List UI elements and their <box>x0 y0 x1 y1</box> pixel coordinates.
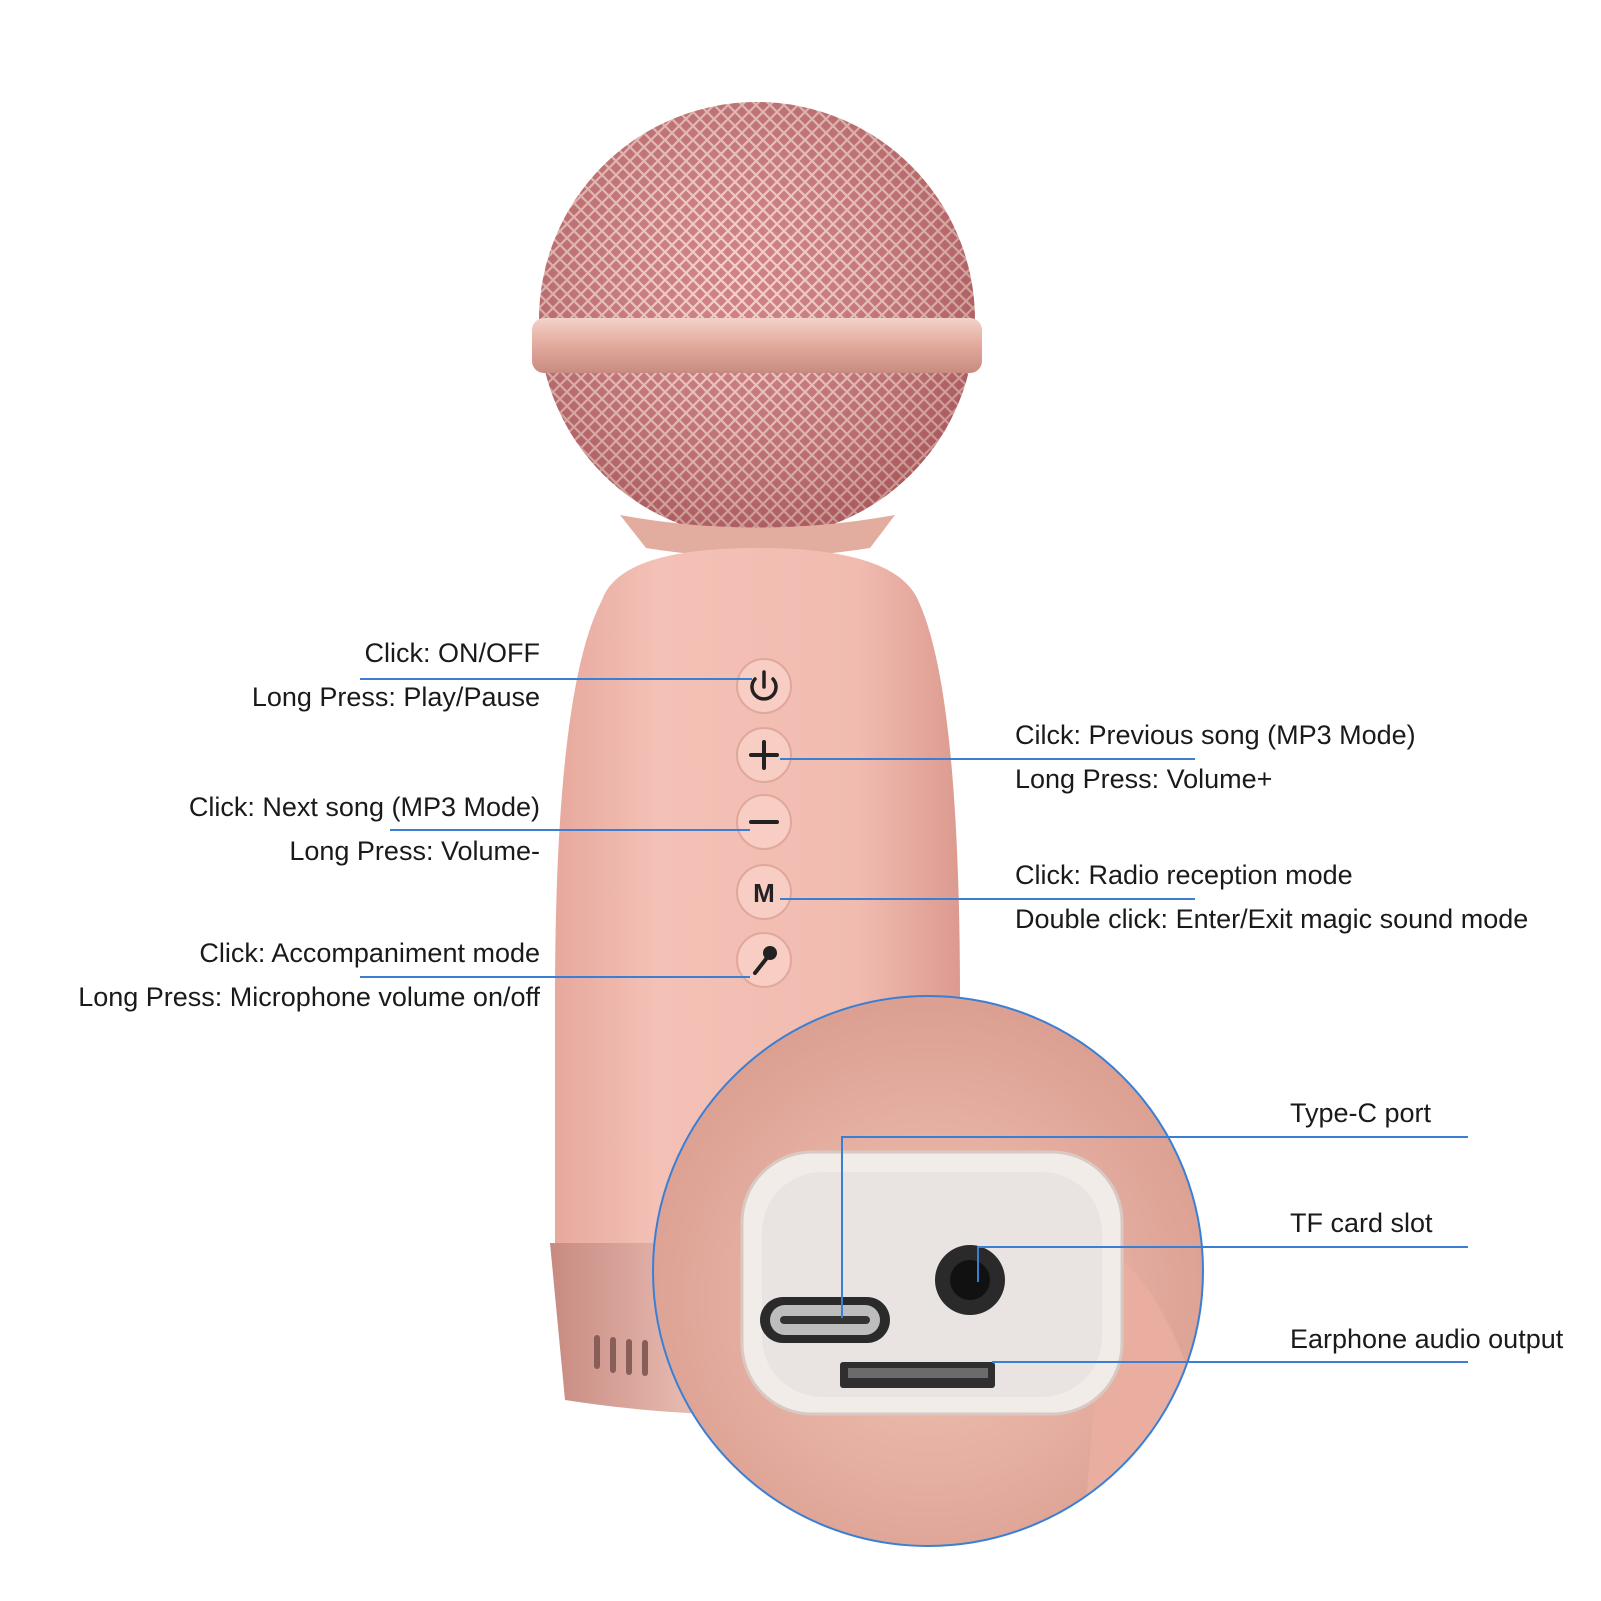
speaker-grille <box>594 1335 648 1376</box>
power-button[interactable] <box>736 658 792 714</box>
mic-head <box>532 102 982 557</box>
mode-button[interactable]: M <box>736 864 792 920</box>
mic-callout-line1: Click: Accompaniment mode <box>199 938 540 968</box>
plus-button[interactable] <box>736 727 792 783</box>
minus-button[interactable] <box>736 794 792 850</box>
leader-type-c <box>841 1136 1468 1318</box>
m-icon: M <box>753 878 775 908</box>
mic-button[interactable] <box>736 932 792 988</box>
power-callout-line2: Long Press: Play/Pause <box>251 682 540 712</box>
minus-callout-line2: Long Press: Volume- <box>289 836 540 866</box>
power-icon <box>750 670 778 701</box>
type-c-label: Type-C port <box>1290 1098 1432 1128</box>
neck-ring <box>620 515 895 557</box>
port-zoom-inset <box>652 995 1204 1547</box>
mic-icon <box>753 946 777 975</box>
tf-card-label: TF card slot <box>1290 1208 1433 1238</box>
leader-lines <box>360 678 1468 1363</box>
earphone-label: Earphone audio output <box>1290 1324 1564 1354</box>
earphone-jack <box>935 1245 1005 1315</box>
plus-icon <box>749 740 779 770</box>
mode-callout-line2: Double click: Enter/Exit magic sound mod… <box>1015 904 1529 934</box>
tf-card-slot <box>840 1362 995 1388</box>
plus-callout-line2: Long Press: Volume+ <box>1015 764 1273 794</box>
plus-callout-line1: Cilck: Previous song (MP3 Mode) <box>1015 720 1416 750</box>
minus-callout-line1: Click: Next song (MP3 Mode) <box>188 792 540 822</box>
type-c-port <box>760 1297 890 1343</box>
head-ring <box>532 318 982 373</box>
mode-callout-line1: Click: Radio reception mode <box>1015 860 1353 890</box>
button-column: M <box>736 658 792 988</box>
power-callout-line1: Click: ON/OFF <box>364 638 541 668</box>
mic-callout-line2: Long Press: Microphone volume on/off <box>78 982 540 1012</box>
leader-tf-card <box>977 1246 1468 1282</box>
